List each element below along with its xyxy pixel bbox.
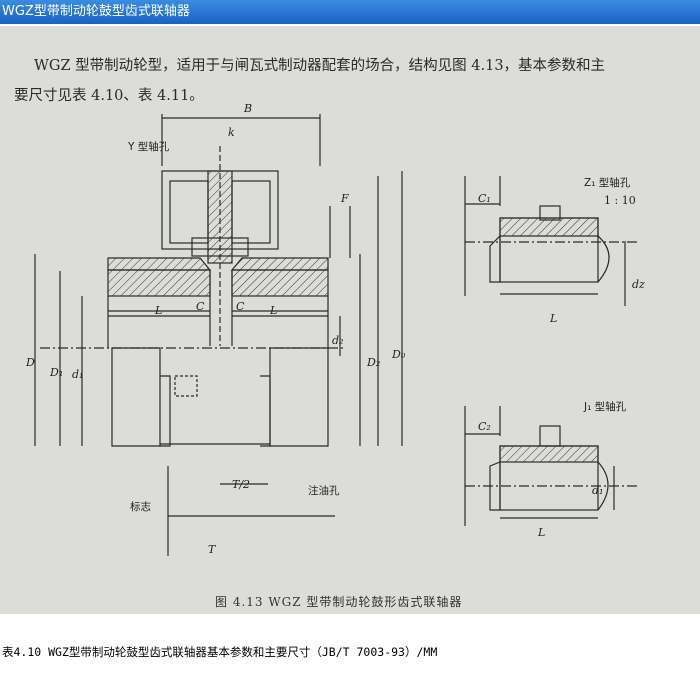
label-L-j1: L xyxy=(537,526,545,539)
table-title: 表4.10 WGZ型带制动轮鼓型齿式联轴器基本参数和主要尺寸（JB/T 7003… xyxy=(2,645,438,659)
figure-caption: 图 4.13 WGZ 型带制动轮鼓形齿式联轴器 xyxy=(215,595,463,609)
right-hub xyxy=(231,269,329,297)
label-C-right: C xyxy=(236,300,245,313)
label-B: B xyxy=(243,102,252,115)
label-j1-bore: J₁ 型轴孔 xyxy=(583,400,627,413)
label-d2: d₂ xyxy=(332,334,343,347)
window-title: WGZ型带制动轮鼓型齿式联轴器 xyxy=(0,0,700,24)
label-C1: C₁ xyxy=(478,192,491,205)
label-D1: D₁ xyxy=(49,366,63,379)
coupling-drawing: B k Y 型轴孔 F D D₁ d₁ d₂ D₂ D₀ L C C L T/2… xyxy=(25,102,645,556)
label-dz: dz xyxy=(632,278,645,291)
label-mark: 标志 xyxy=(130,500,151,513)
label-L-left: L xyxy=(154,304,162,317)
label-oil-hole: 注油孔 xyxy=(308,484,340,497)
label-L-z1: L xyxy=(549,312,557,325)
label-D: D xyxy=(25,356,35,369)
label-D2: D₂ xyxy=(366,356,380,369)
label-T-half: T/2 xyxy=(232,478,250,491)
label-z1-bore: Z₁ 型轴孔 xyxy=(584,176,631,189)
label-d1-j1: d₁ xyxy=(592,484,603,497)
scanned-figure: B k Y 型轴孔 F D D₁ d₁ d₂ D₂ D₀ L C C L T/2… xyxy=(0,26,700,614)
label-L-right: L xyxy=(269,304,277,317)
label-F: F xyxy=(340,192,349,205)
intro-line-2: 要尺寸见表 4.10、表 4.11。 xyxy=(14,88,204,104)
label-k: k xyxy=(228,126,235,139)
label-T: T xyxy=(208,543,217,556)
label-C2: C₂ xyxy=(478,420,491,433)
left-hub xyxy=(107,269,211,297)
label-C-left: C xyxy=(196,300,205,313)
intro-line-1: WGZ 型带制动轮型，适用于与闸瓦式制动器配套的场合，结构见图 4.13，基本参… xyxy=(34,58,606,74)
label-d1: d₁ xyxy=(72,368,83,381)
label-taper: 1 : 10 xyxy=(604,194,636,207)
label-y-bore: Y 型轴孔 xyxy=(127,140,170,153)
label-D0: D₀ xyxy=(391,348,406,361)
